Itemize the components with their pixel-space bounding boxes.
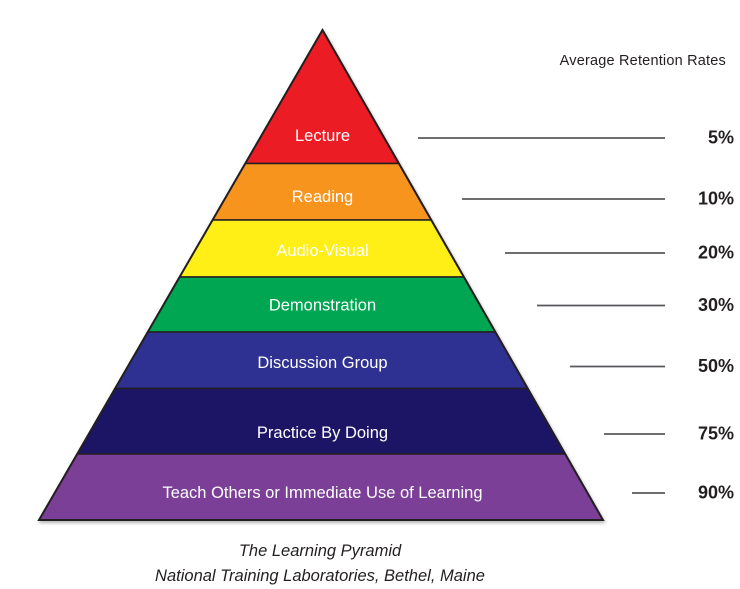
pyramid-outline [37,27,605,521]
caption-source: National Training Laboratories, Bethel, … [155,567,485,585]
retention-rate-discussion-group: 50% [698,356,734,376]
retention-rate-demonstration: 30% [698,295,734,315]
layer-label-practice-by-doing: Practice By Doing [257,424,388,442]
layer-label-teach-others-or-immediate-use-of-learning: Teach Others or Immediate Use of Learnin… [162,484,482,502]
retention-rate-audio-visual: 20% [698,243,734,263]
layer-label-demonstration: Demonstration [269,297,376,315]
pyramid-layer-practice-by-doing [75,387,567,455]
layer-label-reading: Reading [292,188,353,206]
retention-rate-reading: 10% [698,189,734,209]
retention-rate-lecture: 5% [708,128,734,148]
pyramid-layers-group [37,27,605,521]
layer-label-lecture: Lecture [295,127,350,145]
average-retention-rates-heading: Average Retention Rates [559,53,726,69]
retention-rate-teach-others-or-immediate-use-of-learning: 90% [698,483,734,503]
caption: The Learning Pyramid National Training L… [0,539,640,589]
layer-label-audio-visual: Audio-Visual [276,242,368,260]
layer-label-discussion-group: Discussion Group [257,354,387,372]
caption-title: The Learning Pyramid [238,542,402,560]
retention-rate-practice-by-doing: 75% [698,424,734,444]
